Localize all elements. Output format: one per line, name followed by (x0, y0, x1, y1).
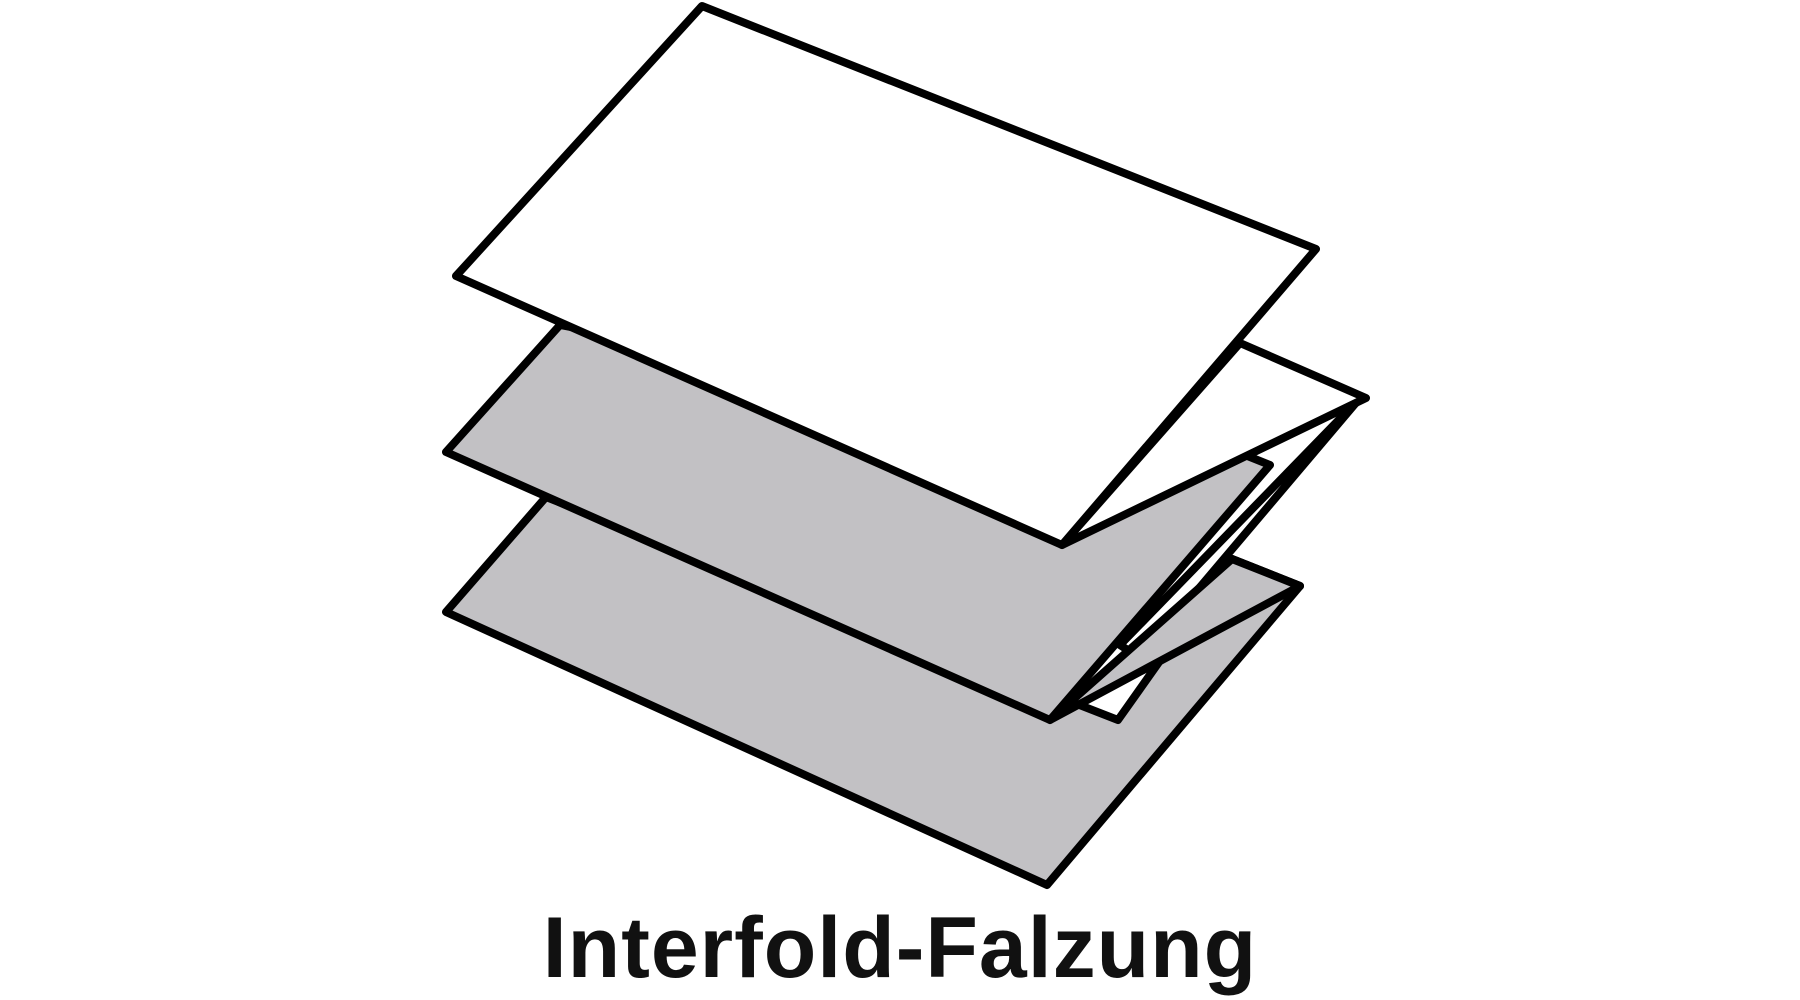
top-sheet (452, 2, 1370, 549)
diagram-caption: Interfold-Falzung (542, 900, 1258, 996)
middle-sheet-flap (1046, 555, 1304, 724)
top-sheet-face (452, 2, 1320, 549)
